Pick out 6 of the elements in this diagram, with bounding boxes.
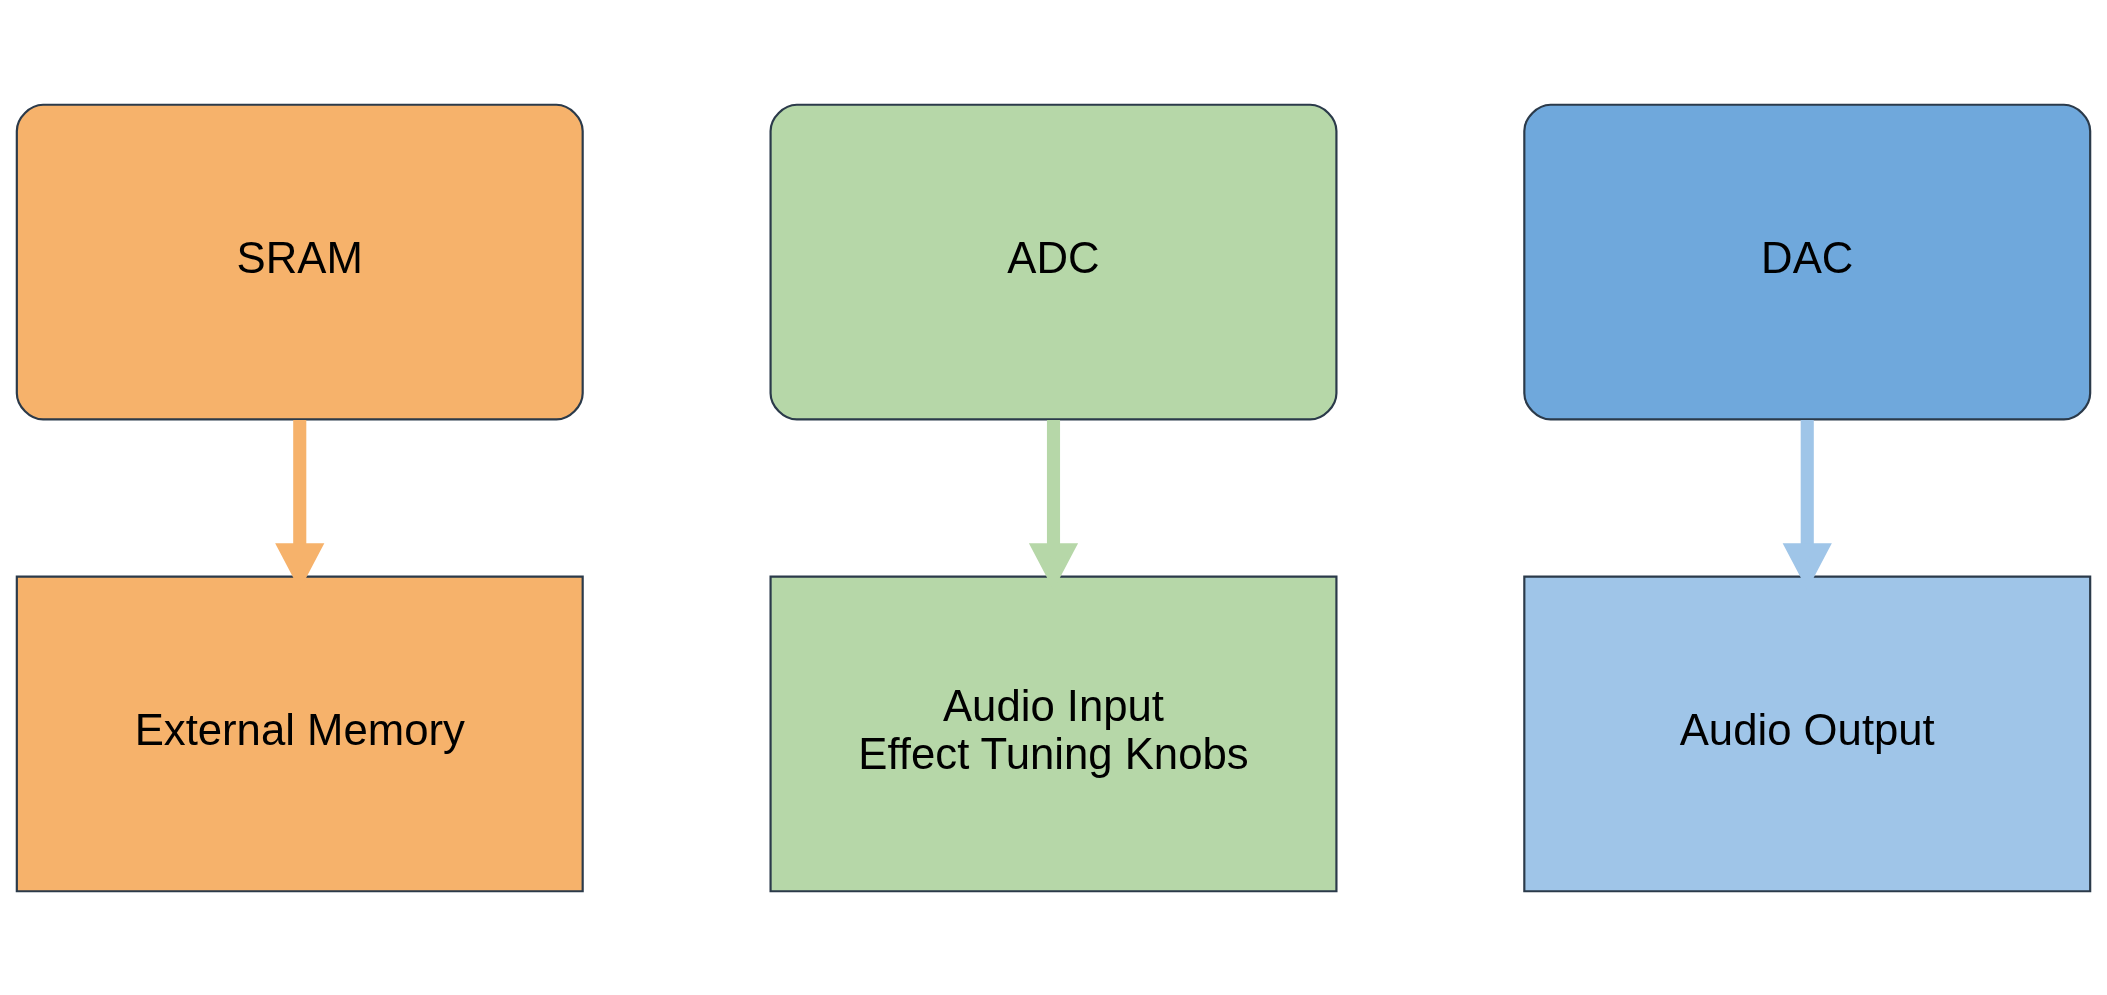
node-box: Audio Input Effect Tuning Knobs bbox=[769, 575, 1338, 892]
node-box: DAC bbox=[1523, 103, 2092, 420]
node-box: Audio Output bbox=[1523, 575, 2092, 892]
node-box: External Memory bbox=[15, 575, 584, 892]
node-box: ADC bbox=[769, 103, 1338, 420]
node-box: SRAM bbox=[15, 103, 584, 420]
